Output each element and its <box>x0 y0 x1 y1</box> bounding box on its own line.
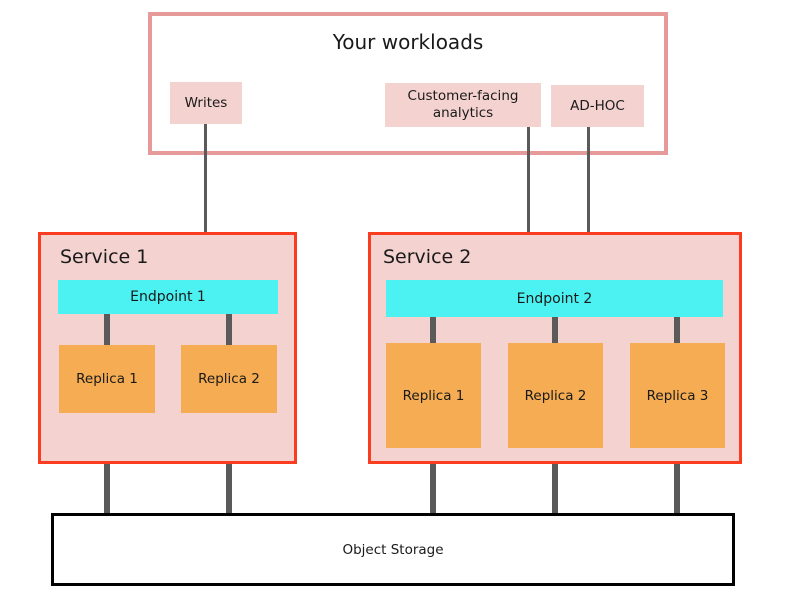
service-1-title: Service 1 <box>60 246 149 268</box>
arrow-analytics-to-endpoint2-line <box>527 127 530 266</box>
service-1-replica-1[interactable]: Replica 1 <box>59 345 155 413</box>
connector-endpoint2-to-replica2 <box>552 316 558 345</box>
endpoint-1[interactable]: Endpoint 1 <box>58 280 278 314</box>
workload-chip-writes[interactable]: Writes <box>170 82 242 124</box>
connector-service2-replica2-to-storage <box>552 448 558 517</box>
connector-endpoint1-to-replica1 <box>104 313 110 347</box>
connector-service2-replica3-to-storage <box>674 448 680 517</box>
connector-service1-replica1-to-storage <box>104 413 110 517</box>
connector-endpoint1-to-replica2 <box>226 313 232 347</box>
connector-endpoint2-to-replica3 <box>674 316 680 345</box>
service-2-replica-1[interactable]: Replica 1 <box>386 343 481 448</box>
service-2-replica-3[interactable]: Replica 3 <box>630 343 725 448</box>
endpoint-2[interactable]: Endpoint 2 <box>386 280 723 317</box>
arrow-writes-to-endpoint1-line <box>204 124 207 264</box>
service-2-replica-2[interactable]: Replica 2 <box>508 343 603 448</box>
connector-endpoint2-to-replica1 <box>430 316 436 345</box>
workload-chip-customer-facing-analytics[interactable]: Customer-facing analytics <box>385 83 541 127</box>
connector-service1-replica2-to-storage <box>226 413 232 517</box>
service-2-title: Service 2 <box>383 246 472 268</box>
object-storage-box[interactable]: Object Storage <box>51 513 735 586</box>
service-1-replica-2[interactable]: Replica 2 <box>181 345 277 413</box>
arrow-adhoc-to-endpoint2-line <box>587 127 590 266</box>
workload-chip-ad-hoc[interactable]: AD-HOC <box>551 85 644 127</box>
connector-service2-replica1-to-storage <box>430 448 436 517</box>
workloads-title: Your workloads <box>332 30 484 54</box>
